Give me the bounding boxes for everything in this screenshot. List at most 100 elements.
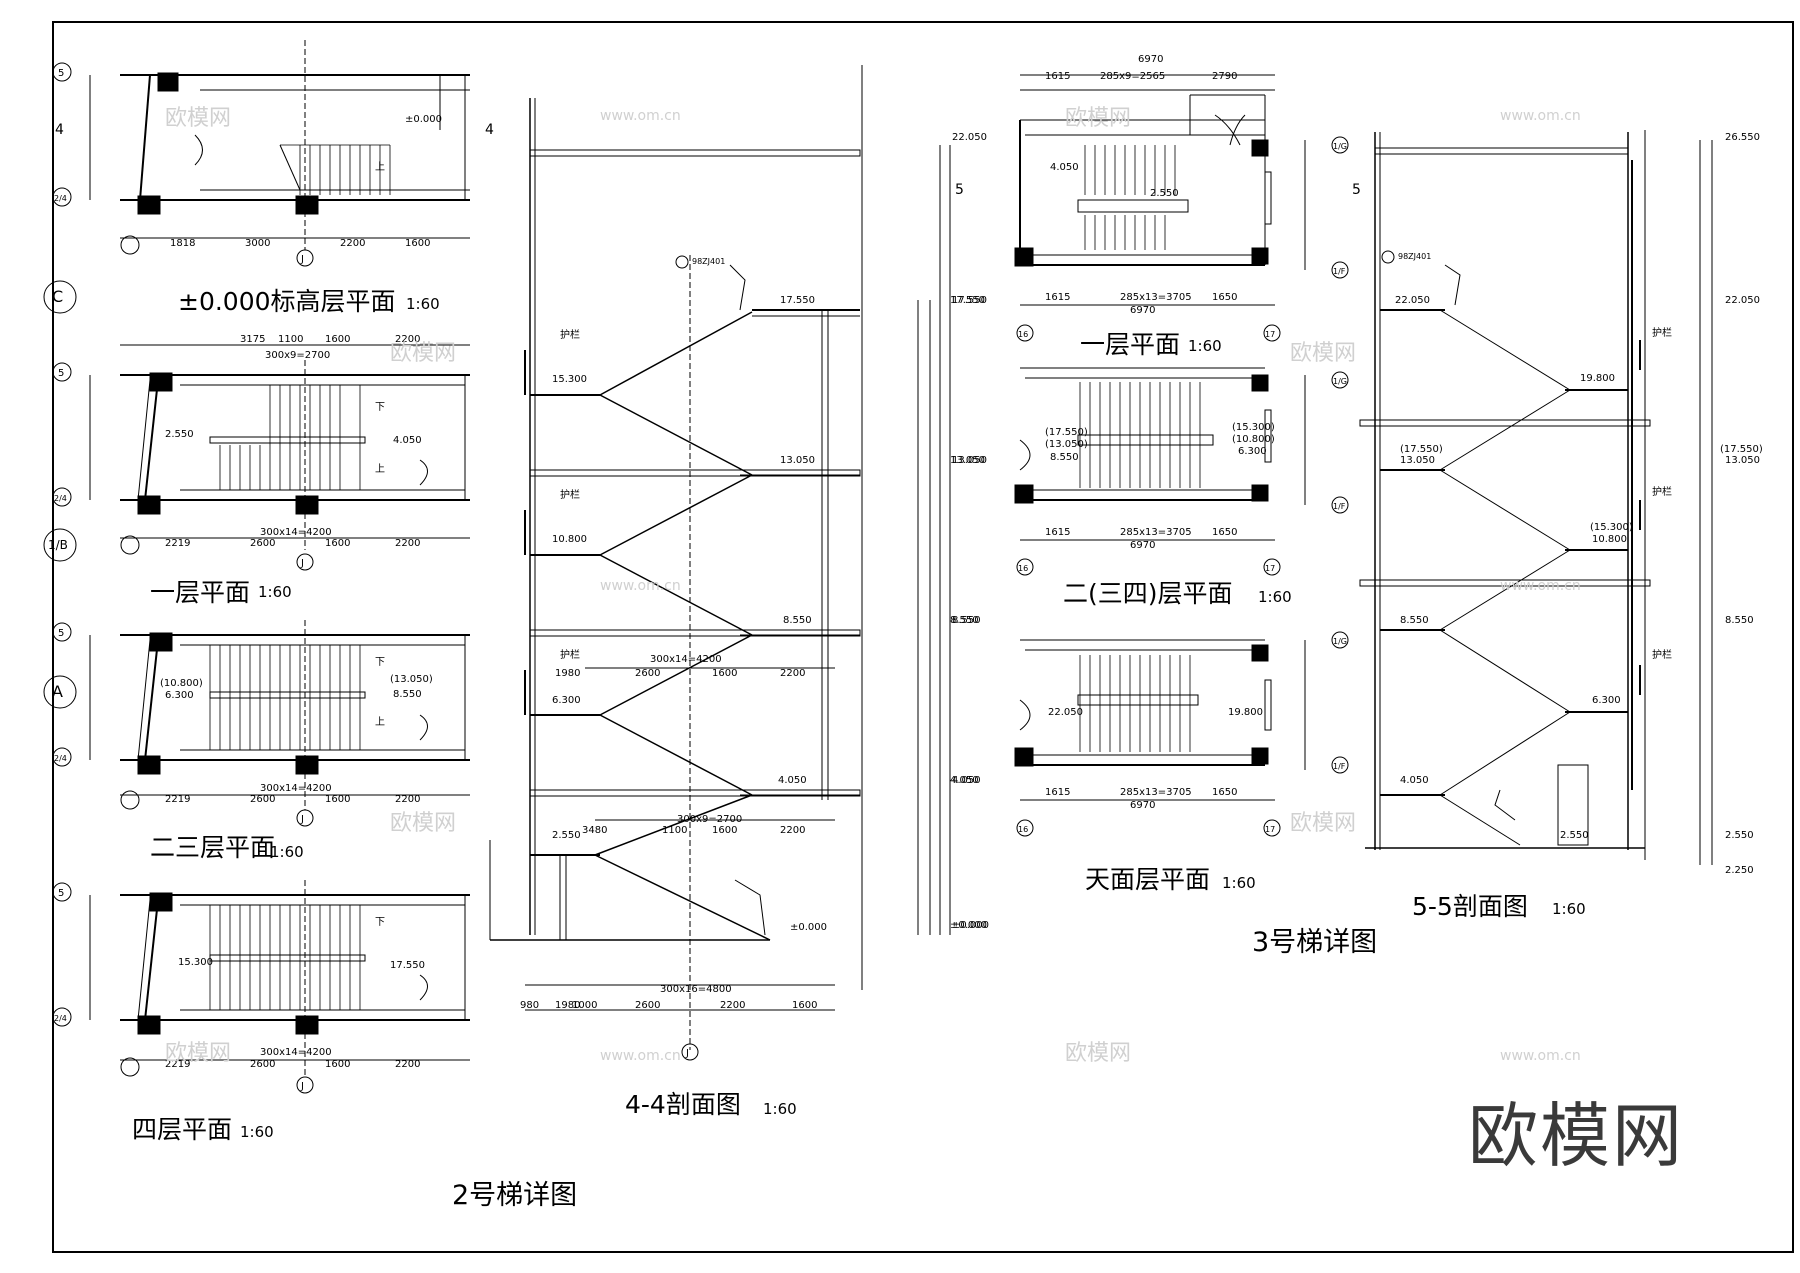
axis-label: 5 — [58, 628, 64, 639]
level-text: 2.250 — [1725, 865, 1754, 876]
level-text: (17.550) — [1400, 444, 1443, 455]
rail-note: 护栏 — [1652, 648, 1672, 661]
level-text: 22.050 — [1395, 295, 1430, 306]
view-scale: 1:60 — [763, 1100, 797, 1118]
axis-label: 2/4 — [54, 494, 67, 503]
level-text: 13.050 — [952, 455, 987, 466]
dim-text: 2219 — [165, 538, 190, 549]
down-mark: 下 — [375, 402, 385, 413]
level-text: (15.300) — [1590, 522, 1633, 533]
dim-text: 1980 — [555, 1000, 580, 1011]
level-text: 15.300 — [178, 957, 213, 968]
svg-text:www.om.cn: www.om.cn — [600, 1048, 681, 1064]
view-scale: 1:60 — [1258, 588, 1292, 606]
level-text: 26.550 — [1725, 132, 1760, 143]
plan-0 — [89, 40, 470, 250]
level-text: (15.300) — [1232, 422, 1275, 433]
dim-text: 285x13=3705 — [1120, 527, 1192, 538]
stair3-plan-1 — [1014, 74, 1306, 306]
svg-text:欧模网: 欧模网 — [165, 106, 231, 131]
axis-label: 1/F — [1333, 267, 1346, 276]
cut-mark: 4 — [485, 122, 494, 138]
view-title: 5-5剖面图 — [1412, 892, 1528, 921]
axis-label: 1/G — [1333, 142, 1347, 151]
level-text: 2.550 — [1560, 830, 1589, 841]
dim-text: 2200 — [395, 334, 420, 345]
dim-text: 1100 — [278, 334, 303, 345]
level-text: 13.050 — [780, 455, 815, 466]
svg-text:欧模网: 欧模网 — [390, 341, 456, 366]
dim-text: 2600 — [250, 538, 275, 549]
dim-text: 1650 — [1212, 292, 1237, 303]
level-text: 8.550 — [952, 615, 981, 626]
axis-label: J — [300, 1081, 304, 1092]
svg-text:www.om.cn: www.om.cn — [1500, 1048, 1581, 1064]
dim-text: 3175 — [240, 334, 265, 345]
level-text: 4.050 — [1050, 162, 1079, 173]
dim-text: 2600 — [635, 1000, 660, 1011]
level-text: 17.550 — [950, 295, 985, 306]
axis-label: 1/F — [1333, 762, 1346, 771]
ref-note: 98ZJ401 — [692, 257, 725, 266]
level-text: 8.550 — [1400, 615, 1429, 626]
level-text: 8.550 — [1725, 615, 1754, 626]
level-text: 6.300 — [552, 695, 581, 706]
view-title: ±0.000标高层平面 — [178, 287, 396, 316]
dim-text: 1650 — [1212, 787, 1237, 798]
up-mark: 上 — [375, 161, 385, 173]
level-text: 4.050 — [393, 435, 422, 446]
dim-text: 1615 — [1045, 71, 1070, 82]
level-text: 17.550 — [780, 295, 815, 306]
dim-text: 1000 — [572, 1000, 597, 1011]
svg-text:www.om.cn: www.om.cn — [600, 578, 681, 594]
dim-text: 6970 — [1130, 305, 1155, 316]
section-4-4 — [489, 65, 931, 1061]
level-text: 19.800 — [1228, 707, 1263, 718]
svg-text:www.om.cn: www.om.cn — [1500, 108, 1581, 124]
rail-note: 护栏 — [1652, 485, 1672, 498]
dim-text: 300x9=2700 — [677, 814, 742, 825]
stair2-title: 2号梯详图 — [452, 1180, 578, 1211]
up-mark: 上 — [375, 463, 385, 475]
level-text: 2.550 — [1150, 188, 1179, 199]
dim-text: 2219 — [165, 1059, 190, 1070]
view-title: 4-4剖面图 — [625, 1090, 741, 1119]
level-text: 10.800 — [1592, 534, 1627, 545]
dim-text: 2200 — [780, 825, 805, 836]
level-text: (13.050) — [390, 674, 433, 685]
dim-text: 2790 — [1212, 71, 1237, 82]
level-text: 13.050 — [1400, 455, 1435, 466]
down-mark: 下 — [375, 657, 385, 668]
down-mark: 下 — [375, 917, 385, 928]
cut-mark: 5 — [1352, 182, 1361, 198]
view-title: 二(三四)层平面 — [1063, 579, 1233, 608]
dim-text: 1980 — [555, 668, 580, 679]
section-5-5 — [1359, 130, 1713, 865]
dim-text: 285x9=2565 — [1100, 71, 1165, 82]
level-text: 6.300 — [1592, 695, 1621, 706]
plan-3 — [89, 880, 470, 1075]
dim-text: 1615 — [1045, 292, 1070, 303]
watermark-layer: 欧模网 www.om.cn 欧模网 www.om.cn 欧模网 欧模网 www.… — [165, 106, 1581, 1066]
dim-text: 1600 — [325, 334, 350, 345]
view-title: 一层平面 — [1080, 330, 1181, 359]
dim-text: 1615 — [1045, 527, 1070, 538]
level-text: 17.550 — [952, 295, 987, 306]
level-text: ±0.000 — [950, 920, 987, 931]
level-text: 6.300 — [1238, 446, 1267, 457]
dim-text: 300x9=2700 — [265, 350, 330, 361]
level-text: ±0.000 — [405, 114, 442, 125]
view-scale: 1:60 — [270, 843, 304, 861]
dim-text: 300x16=4800 — [660, 984, 732, 995]
plan-2 — [89, 620, 470, 810]
dim-text: 1615 — [1045, 787, 1070, 798]
level-text: 13.050 — [1725, 455, 1760, 466]
cad-text-layer: 1818 3000 2200 1600 ±0.000 4 4 3175 1100… — [48, 54, 1763, 1092]
rail-note: 护栏 — [1652, 326, 1672, 339]
axis-label: 2/4 — [54, 754, 67, 763]
dim-text: 2600 — [250, 794, 275, 805]
level-text: (10.800) — [1232, 434, 1275, 445]
dim-text: 1600 — [712, 668, 737, 679]
dim-text: 2200 — [720, 1000, 745, 1011]
level-text: 2.550 — [165, 429, 194, 440]
